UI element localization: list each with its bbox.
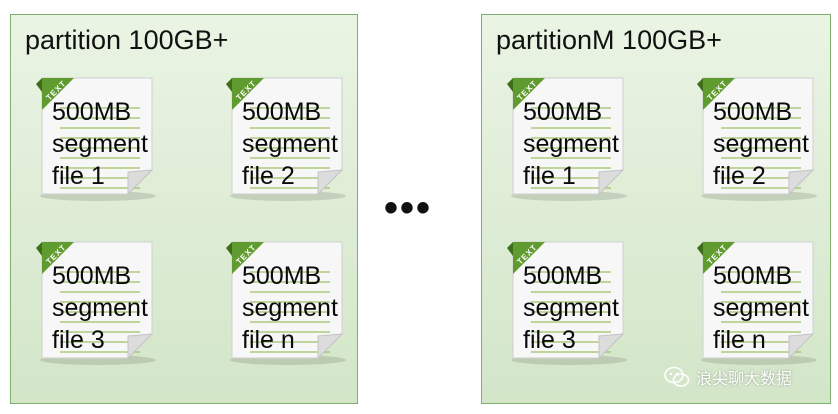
segment-label-line1: segment <box>52 130 148 158</box>
segment-label-size: 500MB <box>242 262 322 290</box>
watermark: 浪尖聊大数据 <box>664 365 792 389</box>
segment-label-size: 500MB <box>523 262 603 290</box>
segment-label-size: 500MB <box>523 98 603 126</box>
segment-label-line1: segment <box>713 294 809 322</box>
segment-label-line1: segment <box>52 294 148 322</box>
segment-label: 500MB segment file 1 <box>523 96 619 192</box>
segment-label-size: 500MB <box>52 262 132 290</box>
partition-title: partition 100GB+ <box>25 25 229 55</box>
segment-label-size: 500MB <box>713 98 793 126</box>
segment-label: 500MB segment file 3 <box>52 260 148 356</box>
segment-label-line2: file n <box>242 326 295 354</box>
segment-label-line1: segment <box>523 130 619 158</box>
ellipsis: ••• <box>384 186 433 230</box>
segment-label-size: 500MB <box>52 98 132 126</box>
segment-label-line2: file 1 <box>523 162 576 190</box>
watermark-text: 浪尖聊大数据 <box>696 371 793 388</box>
segment-label-size: 500MB <box>713 262 793 290</box>
segment-label: 500MB segment file 3 <box>523 260 619 356</box>
segment-label: 500MB segment file 2 <box>713 96 809 192</box>
segment-label-line1: segment <box>713 130 809 158</box>
segment-label-line2: file n <box>713 326 766 354</box>
segment-label-line1: segment <box>242 294 338 322</box>
segment-label-line2: file 3 <box>52 326 105 354</box>
wechat-icon <box>664 366 690 387</box>
segment-label-line2: file 2 <box>713 162 766 190</box>
segment-label: 500MB segment file 2 <box>242 96 338 192</box>
partition-title: partitionM 100GB+ <box>496 25 722 55</box>
segment-label-line1: segment <box>242 130 338 158</box>
segment-label: 500MB segment file n <box>242 260 338 356</box>
segment-label-line1: segment <box>523 294 619 322</box>
segment-label-line2: file 3 <box>523 326 576 354</box>
segment-label-size: 500MB <box>242 98 322 126</box>
segment-label-line2: file 2 <box>242 162 295 190</box>
segment-label-line2: file 1 <box>52 162 105 190</box>
segment-label: 500MB segment file 1 <box>52 96 148 192</box>
segment-label: 500MB segment file n <box>713 260 809 356</box>
